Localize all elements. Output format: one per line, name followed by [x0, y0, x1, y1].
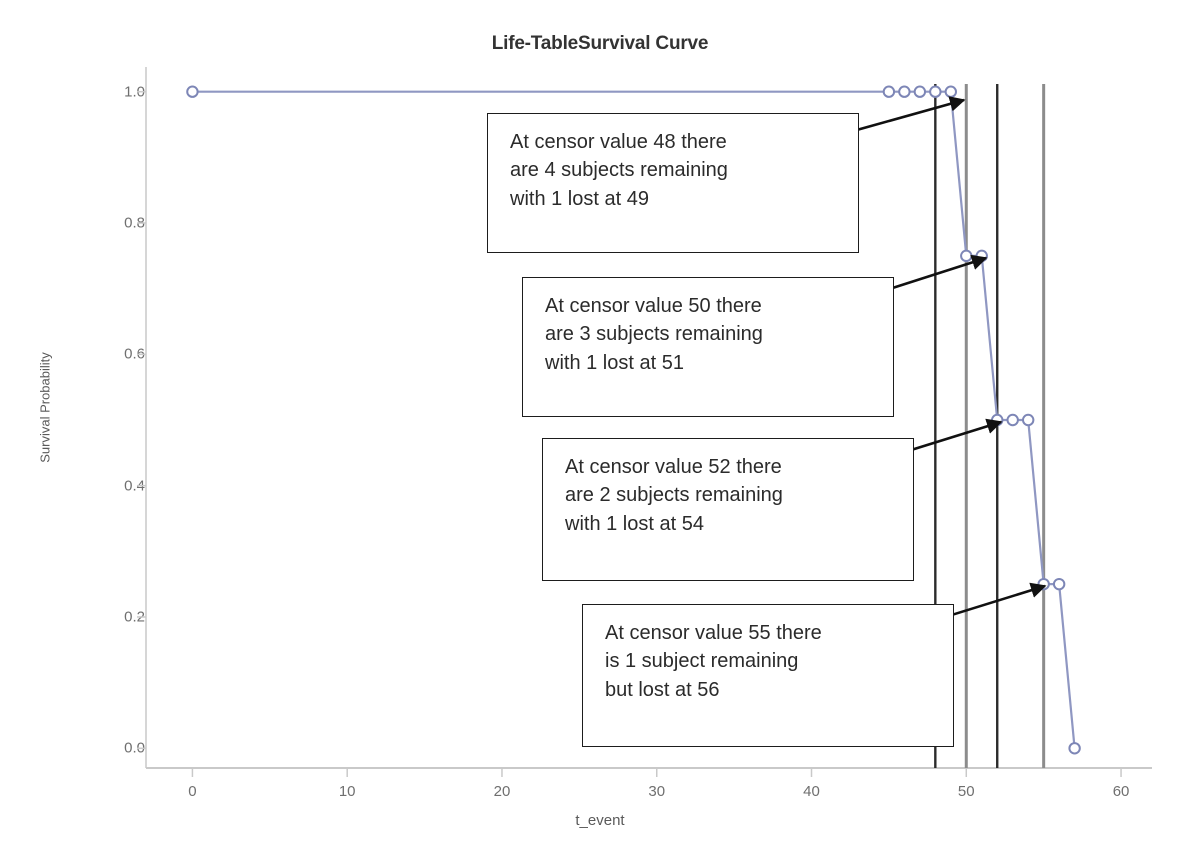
callout-censor-50: At censor value 50 there are 3 subjects … [522, 277, 894, 417]
y-tick-label: 0.4 [124, 477, 145, 495]
chart-title: Life-TableSurvival Curve [491, 33, 709, 54]
x-tick-label: 40 [803, 783, 820, 800]
y-tick-label: 0.0 [124, 739, 145, 757]
x-tick-label: 60 [1112, 783, 1130, 800]
data-point-marker [186, 85, 199, 98]
data-point-marker [898, 85, 911, 98]
x-tick-label: 0 [188, 783, 197, 800]
data-point-marker [929, 85, 942, 98]
data-point-marker [1052, 577, 1066, 591]
callout-censor-55: At censor value 55 there is 1 subject re… [582, 604, 954, 747]
axis-tick-marks [137, 90, 1122, 777]
data-point-marker [1068, 742, 1081, 755]
data-point-marker [960, 249, 973, 263]
y-tick-label: 1.0 [124, 83, 145, 101]
data-point-marker [1006, 413, 1019, 427]
x-tick-label: 30 [648, 783, 666, 800]
x-tick-label: 50 [957, 783, 975, 800]
data-point-marker [944, 85, 957, 98]
data-point-marker [913, 85, 927, 98]
x-tick-label: 20 [493, 783, 511, 800]
y-tick-label: 0.2 [124, 608, 145, 626]
x-axis-tick-labels: 0 10 20 30 40 50 60 [0, 783, 1200, 813]
y-axis-tick-labels: 0.0 0.2 0.4 0.6 0.8 1.0 [85, 0, 145, 858]
data-point-marker [882, 85, 896, 98]
y-tick-label: 0.6 [124, 345, 145, 363]
x-tick-label: 10 [338, 783, 356, 800]
x-axis-title: t_event [575, 812, 625, 829]
callout-censor-48: At censor value 48 there are 4 subjects … [487, 113, 859, 253]
callout-censor-52: At censor value 52 there are 2 subjects … [542, 438, 914, 581]
y-tick-label: 0.8 [124, 214, 145, 232]
data-point-marker [1021, 413, 1035, 427]
